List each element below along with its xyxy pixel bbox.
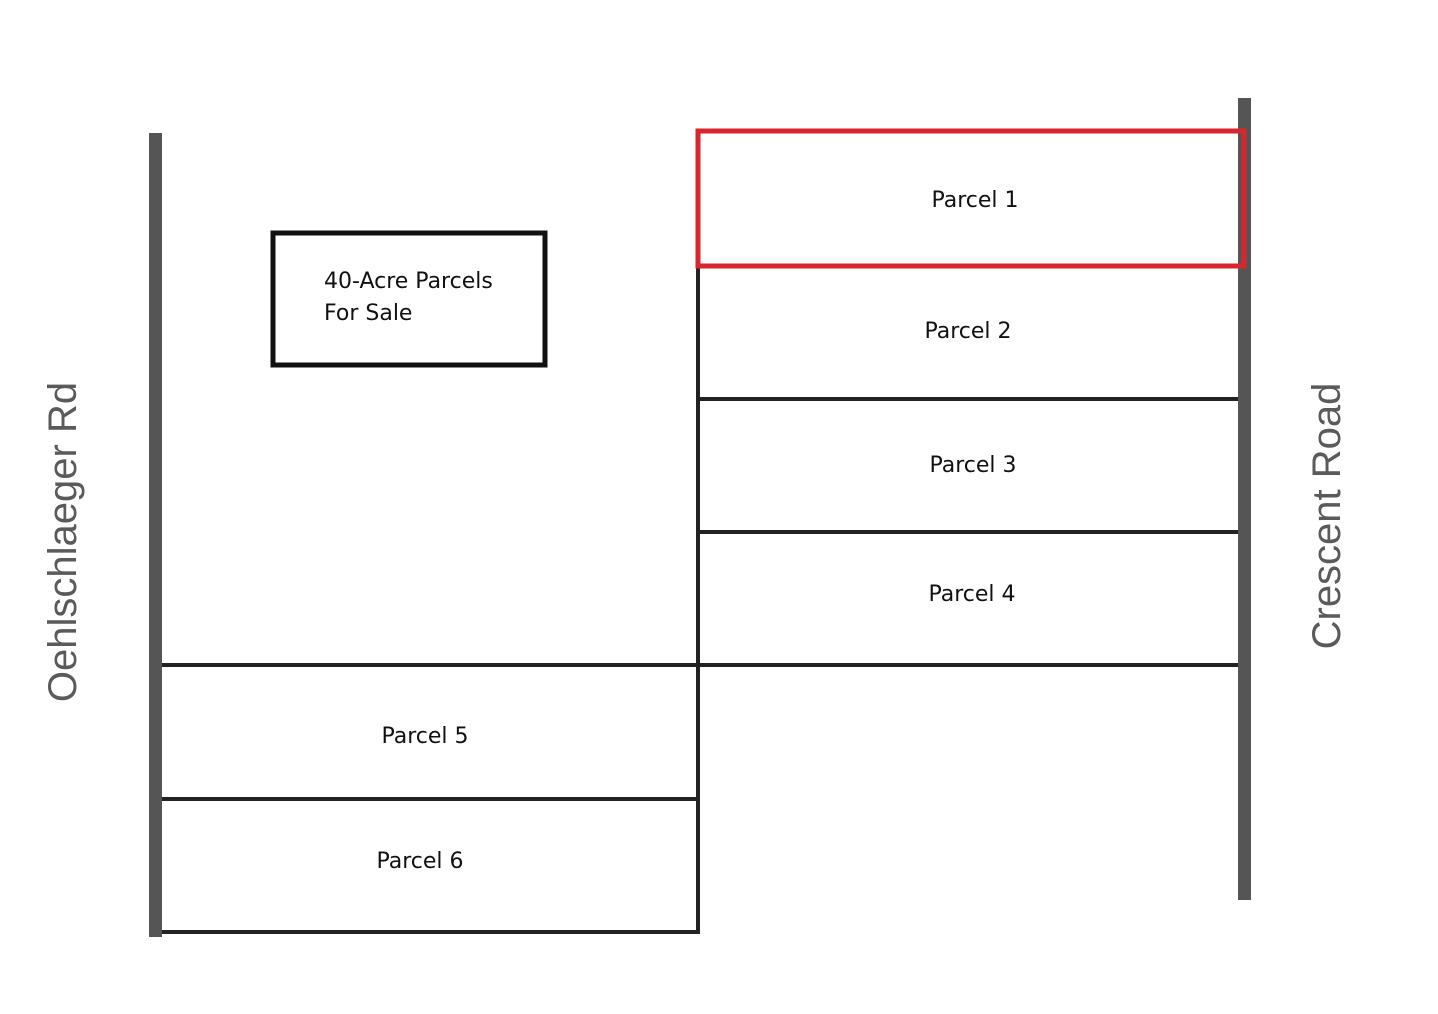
for-sale-sign	[270, 230, 548, 368]
oehlschlaeger-road-line	[149, 133, 162, 937]
sign-line-1: 40-Acre Parcels	[324, 269, 493, 294]
parcel-2-label[interactable]: Parcel 2	[924, 319, 1011, 344]
parcel-1-label[interactable]: Parcel 1	[931, 188, 1018, 213]
oehlschlaeger-road-label: Oehlschlaeger Rd	[41, 382, 85, 702]
sign-line-2: For Sale	[324, 301, 412, 326]
parcel-5-label[interactable]: Parcel 5	[381, 724, 468, 749]
parcel-4-label[interactable]: Parcel 4	[928, 582, 1015, 607]
crescent-road-line	[1238, 98, 1251, 900]
crescent-road-label: Crescent Road	[1305, 383, 1349, 650]
parcel-6-label[interactable]: Parcel 6	[376, 849, 463, 874]
parcel-1-highlight[interactable]	[695, 128, 1247, 269]
parcel-3-label[interactable]: Parcel 3	[929, 453, 1016, 478]
